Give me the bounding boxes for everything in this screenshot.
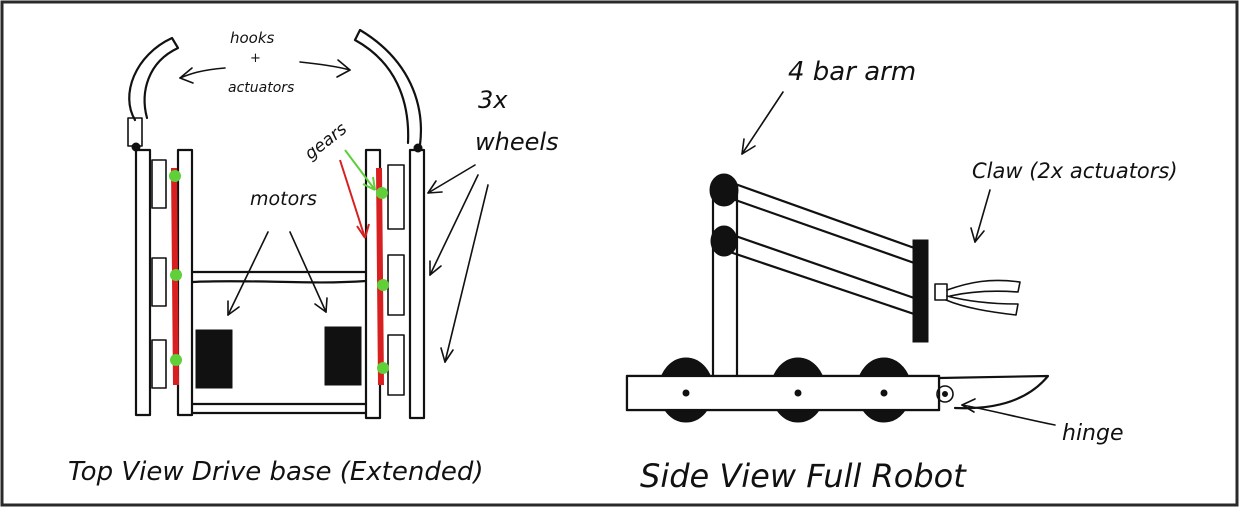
left-motor bbox=[195, 329, 233, 389]
arm-bar-1 bbox=[722, 178, 922, 252]
right-gear-1 bbox=[376, 187, 388, 199]
gears-arrow-green-head bbox=[362, 176, 376, 191]
motors-arrow-left-head bbox=[227, 300, 240, 316]
wheels-arrow-1-head bbox=[427, 180, 443, 194]
hooks-arrow-left bbox=[179, 67, 226, 79]
right-gear-3 bbox=[377, 362, 389, 374]
right-motor bbox=[324, 326, 362, 386]
wheels-label-line2: wheels bbox=[475, 128, 559, 156]
left-outer-rail bbox=[134, 148, 152, 417]
hooks-label-line2: + bbox=[250, 51, 261, 66]
right-outer-rail bbox=[408, 148, 426, 420]
left-inner-rail bbox=[176, 148, 194, 417]
motors-arrow-right-head bbox=[314, 297, 328, 313]
right-hook bbox=[353, 28, 422, 147]
hooks-arrow-left-head bbox=[179, 67, 194, 84]
left-gear-2 bbox=[170, 269, 182, 281]
wheels-arrow-1 bbox=[427, 164, 476, 194]
hinge-arrow-head bbox=[961, 398, 976, 413]
right-wheel-2 bbox=[387, 254, 405, 316]
cross-member-upper-2 bbox=[190, 279, 368, 284]
arm-arrow-head bbox=[741, 138, 756, 155]
arm-pivot-lower bbox=[710, 225, 738, 257]
arm-end-plate bbox=[912, 239, 929, 343]
wheels-label-line1: 3x bbox=[478, 86, 508, 114]
left-wheel-1 bbox=[151, 159, 167, 209]
left-hook-actuator bbox=[127, 117, 143, 147]
top-view-drive-base: hooks + actuators gears motors 3x wheels… bbox=[68, 28, 559, 487]
top-view-caption: Top View Drive base (Extended) bbox=[68, 457, 483, 487]
wheels-arrow-3 bbox=[444, 184, 489, 363]
gears-arrow-green bbox=[344, 149, 376, 191]
left-wheel-3 bbox=[151, 339, 167, 389]
right-gear-2 bbox=[377, 279, 389, 291]
motors-label: motors bbox=[250, 188, 317, 210]
motors-arrow-left bbox=[227, 231, 269, 316]
motors-arrow-right bbox=[289, 231, 327, 313]
claw-label: Claw (2x actuators) bbox=[972, 159, 1178, 183]
arm-pivot-upper bbox=[709, 173, 739, 207]
arm-label: 4 bar arm bbox=[788, 57, 916, 87]
gears-arrow-red bbox=[339, 159, 366, 239]
left-gear-3 bbox=[170, 354, 182, 366]
wheels-arrow-2-head bbox=[429, 260, 442, 276]
hinge-center bbox=[942, 391, 948, 397]
arm-bar-2 bbox=[722, 194, 922, 267]
right-wheel-3 bbox=[387, 334, 405, 396]
claw-finger-lower bbox=[945, 295, 1019, 316]
right-wheel-1 bbox=[387, 164, 405, 230]
wheels-arrow-3-head bbox=[440, 347, 454, 363]
wheel-3-axle bbox=[880, 389, 888, 397]
side-view-full-robot: 4 bar arm Claw (2x actuators) hinge Side… bbox=[625, 57, 1178, 495]
left-gear-1 bbox=[169, 170, 181, 182]
hooks-arrow-right bbox=[299, 61, 351, 71]
claw-finger-upper bbox=[946, 279, 1021, 297]
left-hook bbox=[128, 36, 180, 122]
claw-arrow bbox=[974, 189, 991, 243]
wheel-2-axle bbox=[794, 389, 802, 397]
claw-actuator-box bbox=[934, 283, 948, 301]
front-scoop bbox=[937, 374, 1050, 410]
right-chain bbox=[376, 167, 384, 386]
hooks-label-line1: hooks bbox=[230, 29, 275, 47]
gears-label: gears bbox=[301, 119, 351, 164]
hooks-arrow-right-head bbox=[336, 59, 351, 78]
side-view-caption: Side View Full Robot bbox=[640, 457, 967, 495]
chassis-overlay bbox=[625, 374, 941, 412]
arm-arrow bbox=[741, 91, 784, 155]
arm-bar-4 bbox=[722, 248, 922, 318]
hooks-label-line3: actuators bbox=[228, 80, 294, 96]
hinge-arrow bbox=[961, 404, 1056, 426]
gears-arrow-red-head bbox=[356, 223, 370, 239]
wheel-1-axle bbox=[682, 389, 690, 397]
left-wheel-2 bbox=[151, 257, 167, 307]
hinge-label: hinge bbox=[1062, 421, 1124, 446]
hinge-pivot bbox=[936, 385, 954, 403]
arm-bar-3 bbox=[722, 230, 922, 302]
wheels-arrow-2 bbox=[429, 174, 479, 276]
claw-arrow-head bbox=[970, 227, 985, 243]
